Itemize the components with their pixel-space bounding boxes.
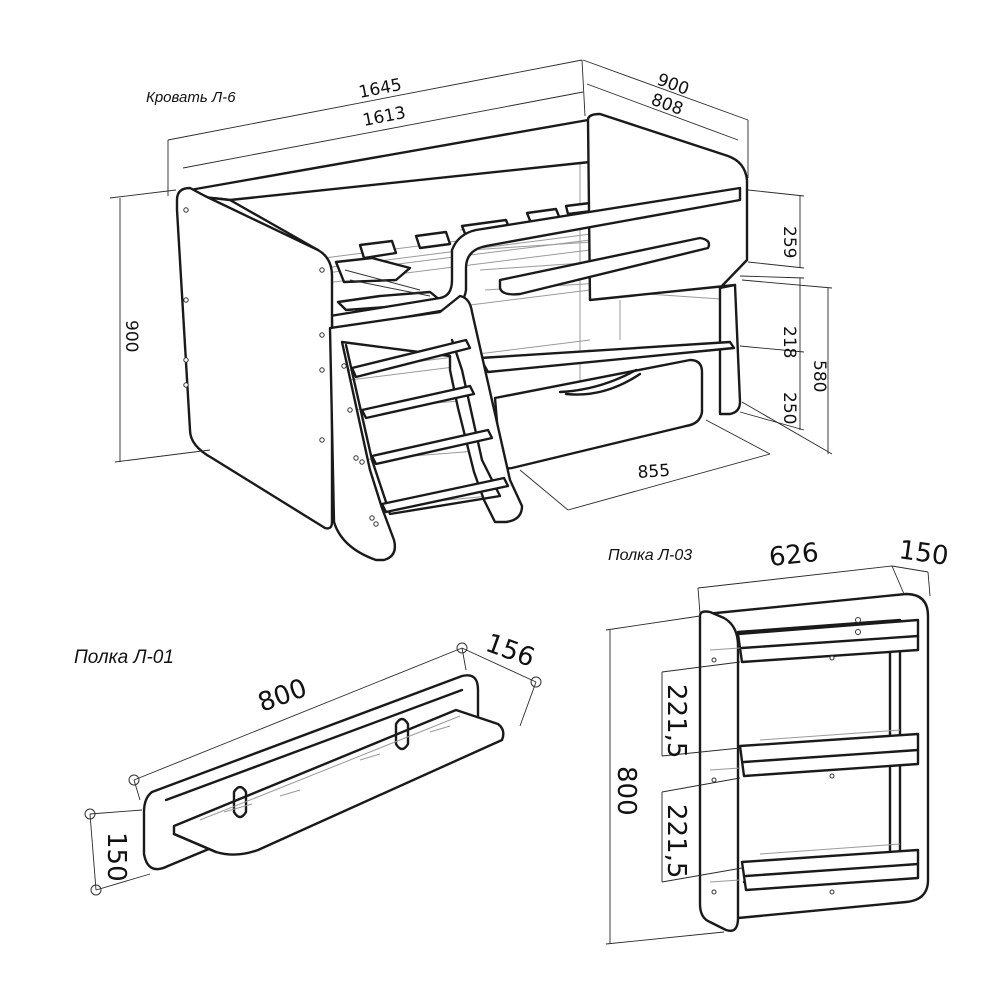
shelf-l01-dimension-lines xyxy=(84,642,542,896)
shelf-l01-title: Полка Л-01 xyxy=(74,647,174,668)
dim-shelf-l01-height: 150 xyxy=(101,832,131,882)
shelf-l03-dimension-lines xyxy=(605,565,931,945)
bed-dimension-labels: 1645 1613 900 808 900 259 218 580 250 85… xyxy=(121,70,829,483)
shelf-l03-drawing: Полка Л-03 xyxy=(605,535,950,945)
bed-right-end-panel xyxy=(586,112,749,416)
shelf-l03-boards xyxy=(736,618,920,892)
bed-left-panel-holes xyxy=(183,207,325,443)
dim-bed-frame-height: 580 xyxy=(809,360,829,392)
ladder-holes xyxy=(341,363,379,527)
dim-bed-side-height: 259 xyxy=(779,226,799,258)
bed-drawer xyxy=(493,358,704,470)
bed-guard-board xyxy=(498,236,711,296)
bed-drawing: 1645 1613 900 808 900 259 218 580 250 85… xyxy=(109,59,833,562)
ladder-frame xyxy=(328,294,524,562)
shelf-l01-board xyxy=(172,708,505,856)
dim-bed-drawer-length: 855 xyxy=(637,461,671,483)
shelf-l03-hidden xyxy=(709,647,901,883)
shelf-l03-side-panel xyxy=(698,610,740,932)
dim-shelf-l03-gap-bottom: 221,5 xyxy=(661,804,691,878)
shelf-l01-drawing: Полка Л-01 xyxy=(74,628,542,896)
dim-shelf-l03-width: 626 xyxy=(768,538,821,573)
shelf-l01-hidden xyxy=(199,715,461,821)
dim-bed-length-outer: 1645 xyxy=(357,75,403,103)
shelf-l03-title: Полка Л-03 xyxy=(608,547,692,564)
dim-bed-drawer-height: 250 xyxy=(779,392,799,424)
dim-bed-shelf-gap: 218 xyxy=(779,326,799,358)
ladder-steps xyxy=(350,338,510,514)
dim-shelf-l03-depth: 150 xyxy=(897,535,950,572)
shelf-l03-holes xyxy=(711,617,861,895)
bed-title: Кровать Л-6 xyxy=(146,89,236,106)
dim-shelf-l03-gap-top: 221,5 xyxy=(661,684,691,758)
bed-left-end-panel xyxy=(175,186,334,530)
dim-bed-height: 900 xyxy=(121,320,141,352)
dim-shelf-l03-height: 800 xyxy=(611,766,641,816)
dim-shelf-l01-depth: 156 xyxy=(482,628,539,673)
bed-dimension-lines xyxy=(109,59,833,511)
shelf-l01-slots xyxy=(232,717,410,819)
